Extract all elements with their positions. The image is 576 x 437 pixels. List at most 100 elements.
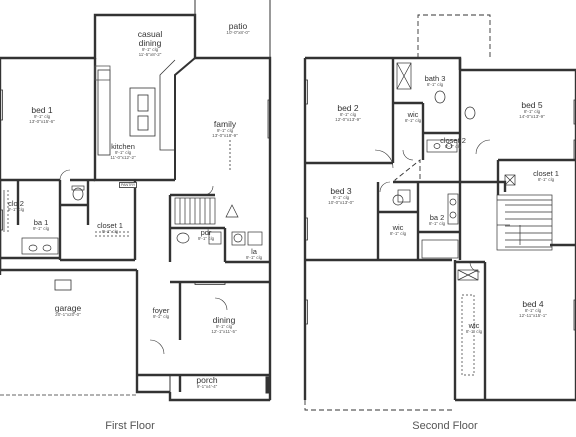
ceiling-height: 8'-1" clg <box>444 143 462 149</box>
room-dimensions: 12'-0"x13'-9" <box>335 116 361 122</box>
room-label-ba-1: ba 1 9'-1" clg <box>33 219 49 232</box>
room-label-bath-3: bath 3 8'-1" clg <box>425 75 446 88</box>
room-name: dining <box>212 315 236 325</box>
room-name: bed 1 <box>31 105 53 115</box>
ceiling-height: 8'-1" clg <box>426 81 444 87</box>
second-floor-walls <box>303 56 576 402</box>
room-name: porch <box>196 375 218 385</box>
room-label-ba-2: ba 2 8'-1" clg <box>429 214 445 227</box>
garage-car-marker <box>54 279 72 291</box>
room-name: la <box>251 247 257 256</box>
second-floor-dashed-outlines <box>304 14 491 411</box>
room-dimensions: 12'-11"x15'-1" <box>519 312 547 318</box>
room-name: family <box>213 119 237 129</box>
room-label-kitchen: kitchen 9'-1" clg 11'-0"x12'-2" <box>110 143 135 161</box>
ceiling-height: 9'-1" clg <box>33 113 51 119</box>
room-dimensions: 11'-5"x8'-2" <box>138 51 162 57</box>
second-floor-door-swings <box>374 139 491 273</box>
room-label-bed-5: bed 5 8'-1" clg 14'-0"x13'-9" <box>519 101 545 120</box>
room-label-dining: dining 9'-1" clg 12'-1"x11'-5" <box>211 316 236 335</box>
room-dimensions: 13'-0"x15'-6" <box>29 118 55 124</box>
ceiling-height: 8'-1" clg <box>389 230 407 236</box>
second-floor-windows <box>304 79 576 331</box>
ceiling-height: 8'-1" clg <box>339 111 357 117</box>
room-name: ba 2 <box>429 213 445 222</box>
room-dimensions: 20'-1"x20'-0" <box>55 311 81 317</box>
second-floor-stairs <box>496 194 553 251</box>
first-floor-windows <box>0 89 271 285</box>
ceiling-height: 9'-1" clg <box>114 149 132 155</box>
room-name: ba 1 <box>33 218 49 227</box>
room-name: closet 2 <box>440 136 466 145</box>
room-label-foyer: foyer 9'-1" clg <box>153 307 170 320</box>
first-floor-caption: First Floor <box>105 420 155 432</box>
ceiling-height: 8'-1" clg <box>537 176 555 182</box>
ceiling-height: 9'-1" clg <box>197 235 215 241</box>
room-name: wic <box>468 321 480 330</box>
room-label-wic-middle: wic 8'-1" clg <box>390 224 406 237</box>
room-name: bed 2 <box>337 103 359 113</box>
room-name: garage <box>54 303 82 313</box>
room-dimensions: 13'-0"x18'-9" <box>212 132 238 138</box>
room-label-casual-dining: casual dining 9'-1" clg 11'-5"x8'-2" <box>138 30 163 57</box>
kitchen-fixtures <box>94 59 176 156</box>
room-label-closet-1: closet 1 9'-1" clg <box>97 222 123 235</box>
room-name: bed 3 <box>330 186 352 196</box>
room-name: bed 4 <box>522 299 544 309</box>
ceiling-height: 8'-1" clg <box>332 194 350 200</box>
ceiling-height: 8'-1" clg <box>428 220 446 226</box>
room-label-wic-upper: wic 8'-1" clg <box>405 111 421 124</box>
ceiling-height: 9'-1" clg <box>7 206 25 212</box>
room-label-bed-2: bed 2 8'-1" clg 12'-0"x13'-9" <box>335 104 361 123</box>
room-name: pdr <box>200 228 212 237</box>
room-label-closet-1-upper: closet 1 8'-1" clg <box>533 170 559 183</box>
room-name: wic <box>407 110 419 119</box>
room-name: wic <box>392 223 404 232</box>
room-label-wic-lower: wic 8'-1" clg <box>466 322 482 335</box>
first-floor-walls <box>0 13 272 402</box>
ceiling-height: 9'-1" clg <box>141 46 159 52</box>
room-dimensions: 12'-1"x11'-5" <box>211 328 237 334</box>
ceiling-height: 8'-1" clg <box>524 307 542 313</box>
ceiling-height: 9'-1" clg <box>215 323 233 329</box>
room-label-porch: porch 9'-1"x4'-4" <box>196 376 217 390</box>
room-label-bed-1: bed 1 9'-1" clg 13'-0"x15'-6" <box>29 106 55 125</box>
room-label-clo-2: clo 2 9'-1" clg <box>8 200 24 213</box>
ceiling-height: 8'-1" clg <box>404 117 422 123</box>
room-dimensions: 14'-0"x13'-9" <box>519 113 545 119</box>
ceiling-height: 9'-1" clg <box>216 127 234 133</box>
room-name: closet 1 <box>533 169 559 178</box>
room-label-la: la 9'-1" clg <box>246 248 262 261</box>
room-name: clo 2 <box>8 199 24 208</box>
room-dimensions: 10'-0"x13'-0" <box>328 199 354 205</box>
room-label-garage: garage 20'-1"x20'-0" <box>55 304 81 318</box>
room-name: closet 1 <box>97 221 123 230</box>
ceiling-height: 8'-1" clg <box>465 328 483 334</box>
room-name: patio <box>228 21 248 31</box>
first-floor-bath-fixtures <box>3 185 263 255</box>
second-floor-fixtures <box>392 62 516 376</box>
first-floor-door-swings <box>59 169 228 355</box>
room-label-closet-2: closet 2 8'-1" clg <box>440 137 466 150</box>
room-dimensions: 11'-0"x12'-2" <box>110 154 136 160</box>
first-floor-stairs <box>174 197 239 225</box>
room-dimensions: 10'-0"x8'-0" <box>226 29 250 35</box>
room-label-patio: patio 10'-0"x8'-0" <box>226 22 249 36</box>
second-floor-caption: Second Floor <box>412 420 478 432</box>
ceiling-height: 9'-1" clg <box>32 225 50 231</box>
room-name: casual dining <box>137 29 163 48</box>
patio-outline <box>194 0 271 58</box>
room-label-pdr: pdr 9'-1" clg <box>198 229 214 242</box>
ceiling-height: 9'-1" clg <box>245 254 263 260</box>
room-name: bath 3 <box>424 74 446 83</box>
room-label-family: family 9'-1" clg 13'-0"x18'-9" <box>212 120 238 139</box>
room-label-bed-3: bed 3 8'-1" clg 10'-0"x13'-0" <box>328 187 354 206</box>
pantry-tag: PANTRY <box>119 182 138 188</box>
room-dimensions: 9'-1"x4'-4" <box>196 383 218 389</box>
room-name: bed 5 <box>521 100 543 110</box>
room-name: kitchen <box>111 142 135 151</box>
family-angled-wall <box>174 57 196 180</box>
room-label-bed-4: bed 4 8'-1" clg 12'-11"x15'-1" <box>519 300 547 319</box>
ceiling-height: 9'-1" clg <box>152 313 170 319</box>
